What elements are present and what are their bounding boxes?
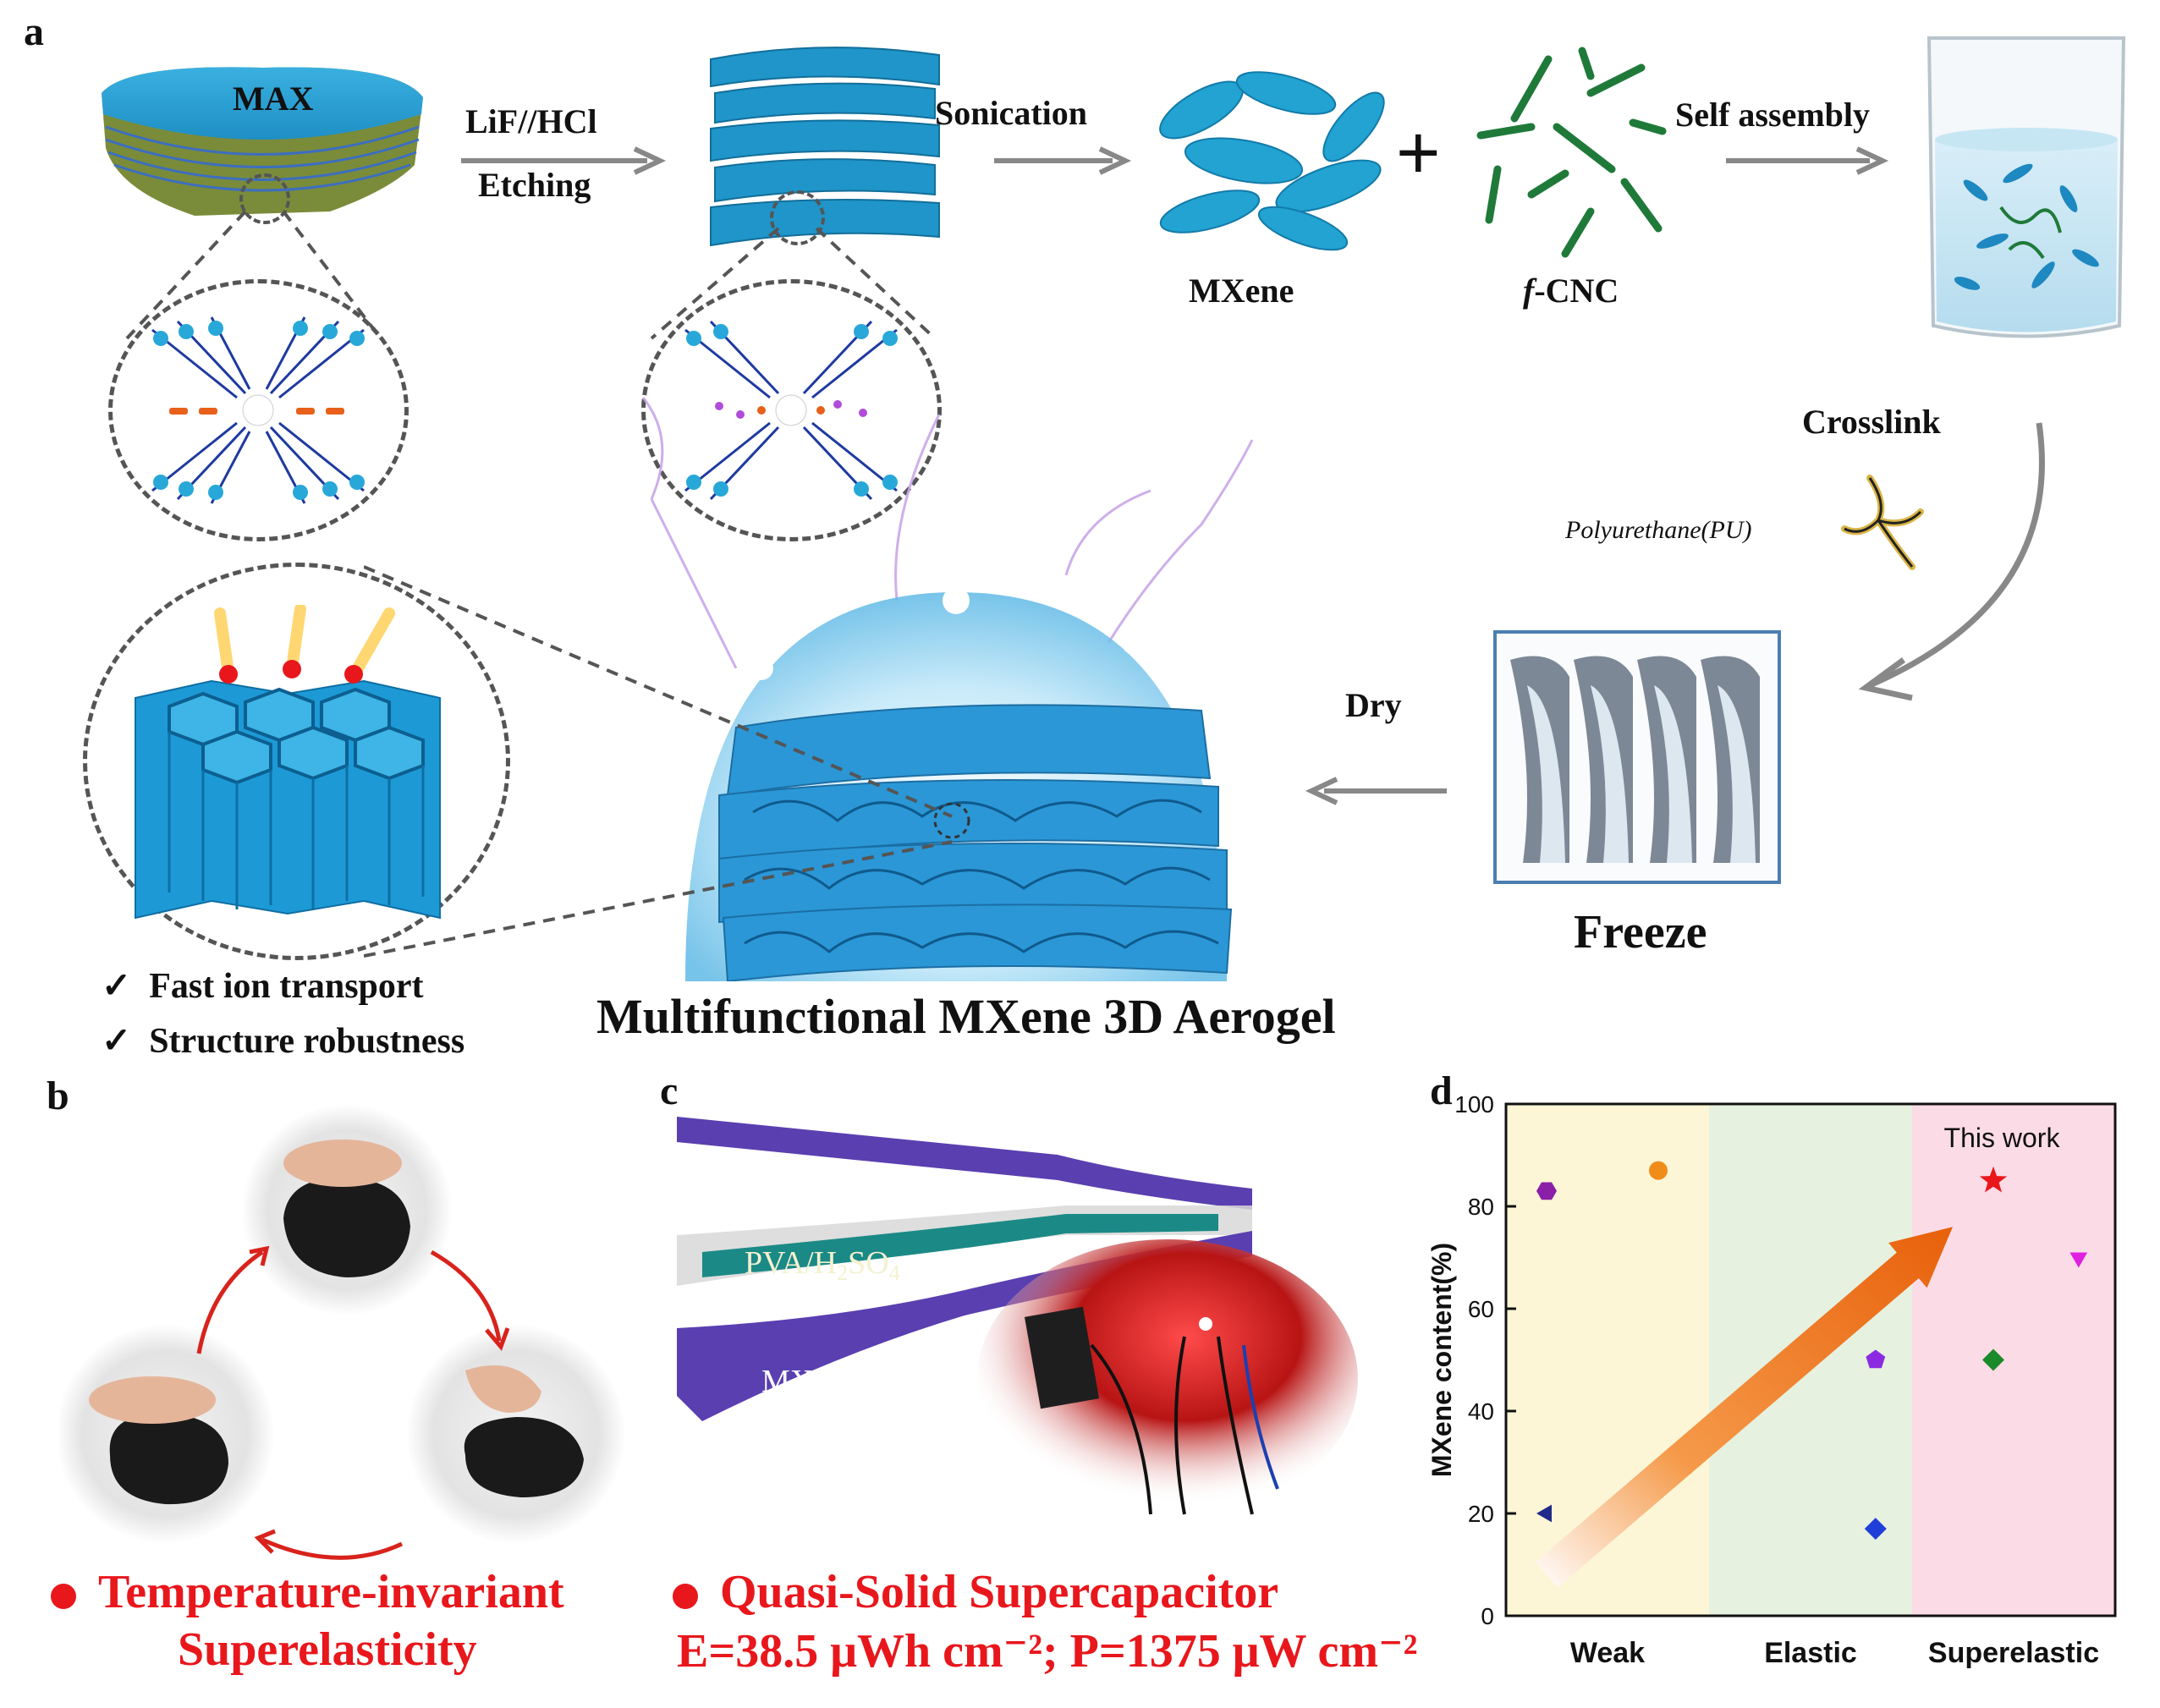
panel-a-letter: a — [24, 9, 44, 54]
etched-crystal-structure — [684, 320, 898, 501]
y-tick-label: 60 — [1468, 1296, 1494, 1322]
max-label: MAX — [233, 80, 314, 118]
mxene-flakes — [1159, 71, 1385, 251]
data-point-triangle-left — [1536, 1504, 1552, 1523]
max-crystal-circle — [108, 279, 409, 541]
panel-d-letter: d — [1430, 1068, 1453, 1113]
panel-b-caption-line1: Temperature-invariant — [51, 1565, 564, 1619]
electrode-label: MXene — [761, 1364, 858, 1399]
polyurethane-molecule — [1841, 475, 1924, 570]
aerogel-zoom-lines — [364, 565, 953, 958]
arrow-etching — [461, 146, 667, 175]
y-axis-label: MXene content(%) — [1426, 1243, 1457, 1477]
mxene-content-chart: Weak Elastic Superelastic 0 20 40 60 80 100MXene… — [1426, 1091, 2117, 1669]
data-point-triangle-down — [2069, 1252, 2088, 1268]
plot-frame — [1504, 1102, 2117, 1617]
polyurethane-label: Polyurethane(PU) — [1565, 516, 1752, 544]
etched-zoom-marker — [770, 190, 825, 245]
check-item-robustness: ✓ Structure robustness — [102, 1022, 465, 1061]
region-superelastic — [1912, 1104, 2115, 1616]
panel-c-letter: c — [660, 1068, 679, 1113]
plus-sign: + — [1396, 111, 1441, 195]
arrow-crosslink — [1858, 422, 2045, 701]
arrow-dry — [1305, 777, 1447, 805]
arrow-sonication — [994, 146, 1132, 175]
data-point-diamond — [1864, 1518, 1887, 1540]
led-demo-photo — [977, 1239, 1358, 1519]
check-icon: ✓ — [102, 967, 132, 1006]
panel-c-caption-line2: E=38.5 μWh cm⁻²; P=1375 μW cm⁻² — [677, 1625, 1418, 1678]
x-category-label: Superelastic — [1928, 1637, 2099, 1669]
compression-cycle-photos — [59, 1104, 626, 1560]
trend-arrow — [1535, 1227, 1953, 1588]
data-point-diamond — [1982, 1348, 2004, 1371]
y-tick-label: 80 — [1468, 1194, 1494, 1220]
etch-label-line1: LiF//HCl — [465, 102, 597, 140]
x-category-label: Elastic — [1764, 1637, 1857, 1669]
etch-label-line2: Etching — [478, 166, 591, 204]
panel-b-caption-line2: Superelasticity — [178, 1623, 477, 1676]
etched-zoom-lines — [650, 227, 937, 340]
check-item-fast-ion: ✓ Fast ion transport — [102, 967, 424, 1006]
freeze-ice-lamellae — [1510, 656, 1760, 863]
panel-c-caption-line1: Quasi-Solid Supercapacitor — [673, 1565, 1278, 1619]
data-point-star — [1979, 1166, 2008, 1193]
dry-label: Dry — [1345, 686, 1402, 724]
panel-b-letter: b — [47, 1074, 69, 1118]
electrolyte-label: PVA/H2SO4 — [745, 1245, 900, 1285]
sonication-label: Sonication — [935, 94, 1088, 132]
bullet-icon — [51, 1584, 76, 1610]
y-tick-label: 40 — [1468, 1398, 1494, 1425]
fcnc-rods — [1476, 47, 1667, 258]
max-crystal-structure — [151, 316, 365, 504]
x-category-label: Weak — [1570, 1637, 1645, 1669]
self-assembly-label: Self assembly — [1675, 96, 1870, 134]
fcnc-label: f-CNC — [1523, 272, 1619, 310]
y-tick-label: 20 — [1468, 1501, 1494, 1527]
freeze-label: Freeze — [1574, 906, 1707, 958]
bullet-icon — [673, 1584, 698, 1610]
data-point-pentagon — [1866, 1349, 1886, 1369]
y-tick-label: 0 — [1481, 1603, 1494, 1629]
mxene-label: MXene — [1189, 272, 1294, 310]
this-work-annotation: This work — [1944, 1123, 2061, 1153]
honeycomb-structure — [135, 605, 441, 920]
etched-mxene-stack — [710, 47, 940, 247]
data-point-circle — [1649, 1161, 1668, 1180]
check-icon: ✓ — [102, 1022, 132, 1061]
arrow-self-assembly — [1726, 146, 1889, 175]
crosslink-label: Crosslink — [1802, 403, 1941, 441]
beaker — [1926, 36, 2126, 338]
mxene-aerogel — [641, 397, 1254, 981]
etched-crystal-circle — [641, 279, 942, 541]
aerogel-title: Multifunctional MXene 3D Aerogel — [596, 989, 1336, 1044]
y-tick-label: 100 — [1454, 1091, 1494, 1118]
max-zoom-marker — [239, 173, 290, 224]
data-point-hexagon — [1536, 1182, 1557, 1200]
